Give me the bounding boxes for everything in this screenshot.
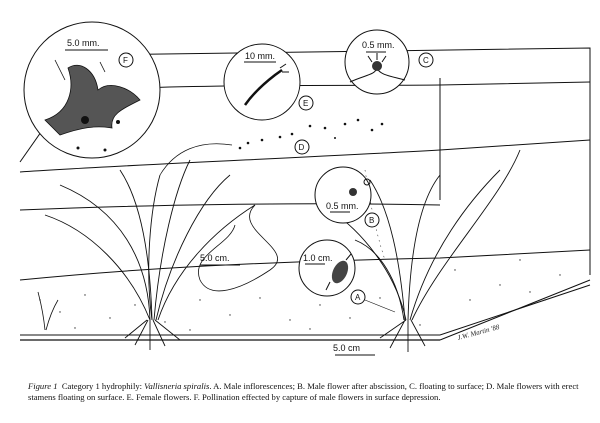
caption-species: Vallisneria spiralis (144, 381, 210, 391)
inset-c: 0.5 mm. C (344, 29, 434, 95)
water-scale-label: 5.0 cm. (200, 253, 230, 263)
label-e: E (303, 99, 308, 108)
inset-e-scale-label: 10 mm. (245, 51, 275, 61)
label-d-circle (294, 139, 310, 155)
water-surface-line (94, 81, 591, 91)
vallisneria-diagram: 5.0 mm. F 10 mm. E 0.5 mm. C D 0.5 mm. B (19, 21, 591, 356)
small-seedling (37, 291, 59, 331)
label-f: F (123, 56, 128, 65)
right-floor-edge (439, 279, 591, 341)
label-a: A (355, 293, 361, 302)
inset-f: 5.0 mm. F (23, 21, 161, 159)
caption-text-after: . A. Male inflorescences; B. Male flower… (28, 381, 579, 402)
inset-b: 0.5 mm. B (314, 166, 380, 228)
sediment-back (19, 249, 591, 281)
inset-a-scale-label: 1.0 cm. (303, 253, 333, 263)
female-stalk-coil (198, 204, 278, 292)
bottom-scale-label: 5.0 cm (333, 343, 360, 353)
figure-label: Figure 1 (28, 381, 58, 391)
figure-caption: Figure 1 Category 1 hydrophily: Vallisne… (28, 381, 588, 403)
inset-e: 10 mm. E (223, 43, 314, 121)
female-flower-stalk (159, 143, 233, 176)
rising-flower-trail (364, 169, 386, 261)
artist-signature: J.W. Martin '88 (456, 323, 500, 342)
inset-a: 1.0 cm. A (298, 239, 396, 313)
floating-male-flowers (238, 118, 384, 150)
aquarium-back-edge (94, 47, 591, 275)
label-d: D (299, 143, 305, 152)
inset-c-scale-label: 0.5 mm. (362, 40, 395, 50)
water-front-surface (19, 139, 591, 173)
label-b: B (369, 216, 374, 225)
water-mid-line (19, 203, 441, 211)
sediment-front (20, 284, 591, 336)
inset-f-scale-label: 5.0 mm. (67, 38, 100, 48)
caption-text-before: Category 1 hydrophily: (61, 381, 145, 391)
label-c: C (423, 56, 429, 65)
left-plant (44, 159, 256, 350)
inset-b-scale-label: 0.5 mm. (326, 201, 359, 211)
